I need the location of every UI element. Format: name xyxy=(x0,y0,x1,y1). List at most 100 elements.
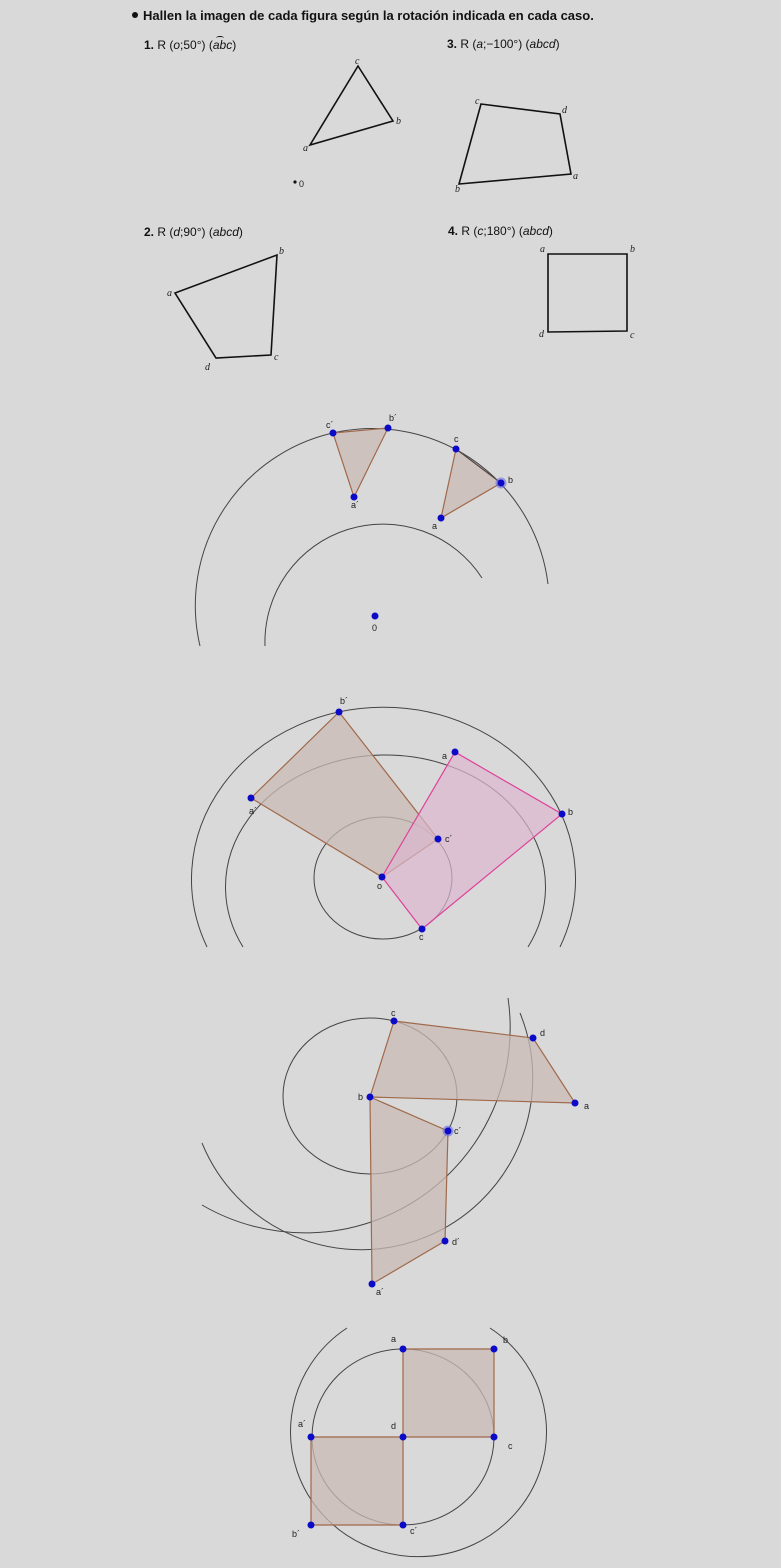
ex2-label-c: c xyxy=(274,352,279,363)
ex3-quad-shape xyxy=(457,103,572,185)
sol2-label-a-prime: a´ xyxy=(249,806,257,816)
ex4-label-d: d xyxy=(539,329,545,340)
sol4-outer-arc xyxy=(290,1327,547,1558)
sol4-point-b-prime xyxy=(307,1521,315,1529)
ex4-label-a: a xyxy=(540,244,545,255)
sol1-image-triangle xyxy=(332,427,390,499)
ex1-label-a: a xyxy=(303,143,308,154)
sol1-point-a xyxy=(437,514,445,522)
sol3-point-a-prime xyxy=(368,1280,376,1288)
sol2-middle-arc xyxy=(225,754,546,948)
ex4-label-b: b xyxy=(630,244,635,255)
sol1-label-b: b xyxy=(508,475,513,485)
sol2-label-b: b xyxy=(568,807,573,817)
sol3-point-a xyxy=(571,1099,579,1107)
sol1-label-c: c xyxy=(454,434,459,444)
sol4-label-d: d xyxy=(391,1421,396,1431)
sol2-label-b-prime: b´ xyxy=(340,696,348,706)
sol2-label-o: o xyxy=(377,881,382,891)
ex3-label-c: c xyxy=(475,96,480,107)
sol4-label-a-prime: a´ xyxy=(298,1419,306,1429)
sol4-point-c xyxy=(490,1433,498,1441)
sol3-point-d-prime xyxy=(441,1237,449,1245)
solution-1: c´ b´ c b a´ a 0 xyxy=(194,413,549,647)
ex1-label-o: 0 xyxy=(299,179,304,189)
sol4-image-square xyxy=(310,1436,404,1526)
ex2-label-d: d xyxy=(205,362,211,373)
sol3-label-d-prime: d´ xyxy=(452,1237,460,1247)
sol3-image-quad xyxy=(369,1096,449,1286)
ex1-triangle: c b a 0 xyxy=(293,56,401,189)
sol4-label-c-prime: c´ xyxy=(410,1526,418,1536)
ex4-label-c: c xyxy=(630,330,635,341)
sol4-label-b-prime: b´ xyxy=(292,1529,300,1539)
exercise-4-label: 4. R (c;180°) (abcd) xyxy=(448,224,553,238)
sol3-label-a-prime: a´ xyxy=(376,1287,384,1297)
sol2-outer-arc xyxy=(191,706,576,948)
sol3-label-d: d xyxy=(540,1028,545,1038)
sol1-point-c xyxy=(452,445,460,453)
solution-2: b´ a b a´ c´ o c xyxy=(191,696,576,948)
sol4-label-c: c xyxy=(508,1441,513,1451)
sol1-point-a-prime xyxy=(350,493,358,501)
ex3-quad: c d b a xyxy=(455,96,578,195)
sol4-point-b xyxy=(490,1345,498,1353)
sol1-inner-arc xyxy=(264,523,483,647)
sol3-label-b: b xyxy=(358,1092,363,1102)
sol4-label-b: b xyxy=(503,1335,508,1345)
sol2-point-b-prime xyxy=(335,708,343,716)
sol3-point-c xyxy=(390,1017,398,1025)
sol1-point-b xyxy=(497,479,505,487)
sol1-point-o xyxy=(371,612,379,620)
sol1-point-b-prime xyxy=(384,424,392,432)
sol4-point-d xyxy=(399,1433,407,1441)
sol2-point-c xyxy=(418,925,426,933)
ex1-label-c: c xyxy=(355,56,360,67)
instruction: Hallen la imagen de cada figura según la… xyxy=(132,8,594,23)
sol3-label-a: a xyxy=(584,1101,589,1111)
bullet-icon xyxy=(132,11,138,18)
sol4-original-square xyxy=(402,1348,495,1438)
exercise-2-label: 2. R (d;90°) (abcd) xyxy=(144,225,243,239)
sol1-label-o: 0 xyxy=(372,623,377,633)
ex3-label-d: d xyxy=(562,105,568,116)
ex2-label-b: b xyxy=(279,246,284,257)
sol1-label-a-prime: a´ xyxy=(351,500,359,510)
sol1-chord xyxy=(455,448,502,484)
exercise-3-label: 3. R (a;−100°) (abcd) xyxy=(447,37,560,51)
ex1-label-b: b xyxy=(396,116,401,127)
sol1-point-c-prime xyxy=(329,429,337,437)
sol3-label-c-prime: c´ xyxy=(454,1126,462,1136)
sol3-point-c-prime xyxy=(444,1127,452,1135)
sol1-label-b-prime: b´ xyxy=(389,413,397,423)
ex2-quad-shape xyxy=(173,253,278,359)
sol4-label-a: a xyxy=(391,1334,396,1344)
exercise-1-label: 1. R (o;50°) (abc) xyxy=(144,36,237,52)
ex3-label-a: a xyxy=(573,171,578,182)
sol3-label-c: c xyxy=(391,1008,396,1018)
sol2-label-c-prime: c´ xyxy=(445,834,453,844)
sol4-point-c-prime xyxy=(399,1521,407,1529)
solution-3: c d b a c´ d´ a´ xyxy=(201,997,589,1297)
ex4-square: a b d c xyxy=(539,244,635,341)
sol1-outer-arc xyxy=(194,428,549,647)
sol3-point-b xyxy=(366,1093,374,1101)
sol1-original-triangle xyxy=(440,447,503,520)
sol2-label-c: c xyxy=(419,932,424,942)
sol2-label-a: a xyxy=(442,751,447,761)
ex1-triangle-shape xyxy=(308,64,395,147)
sol4-point-a xyxy=(399,1345,407,1353)
sol2-point-o xyxy=(378,873,386,881)
sol2-point-b xyxy=(558,810,566,818)
sol2-point-c-prime xyxy=(434,835,442,843)
sol2-point-a-prime xyxy=(247,794,255,802)
sol2-point-a xyxy=(451,748,459,756)
sol4-point-a-prime xyxy=(307,1433,315,1441)
sol1-label-a: a xyxy=(432,521,437,531)
ex2-label-a: a xyxy=(167,288,172,299)
ex2-quad: b a d c xyxy=(167,246,284,373)
solution-4: a b a´ d c b´ c´ xyxy=(290,1327,547,1558)
ex1-center-point xyxy=(293,180,297,184)
sol1-label-c-prime: c´ xyxy=(326,420,334,430)
